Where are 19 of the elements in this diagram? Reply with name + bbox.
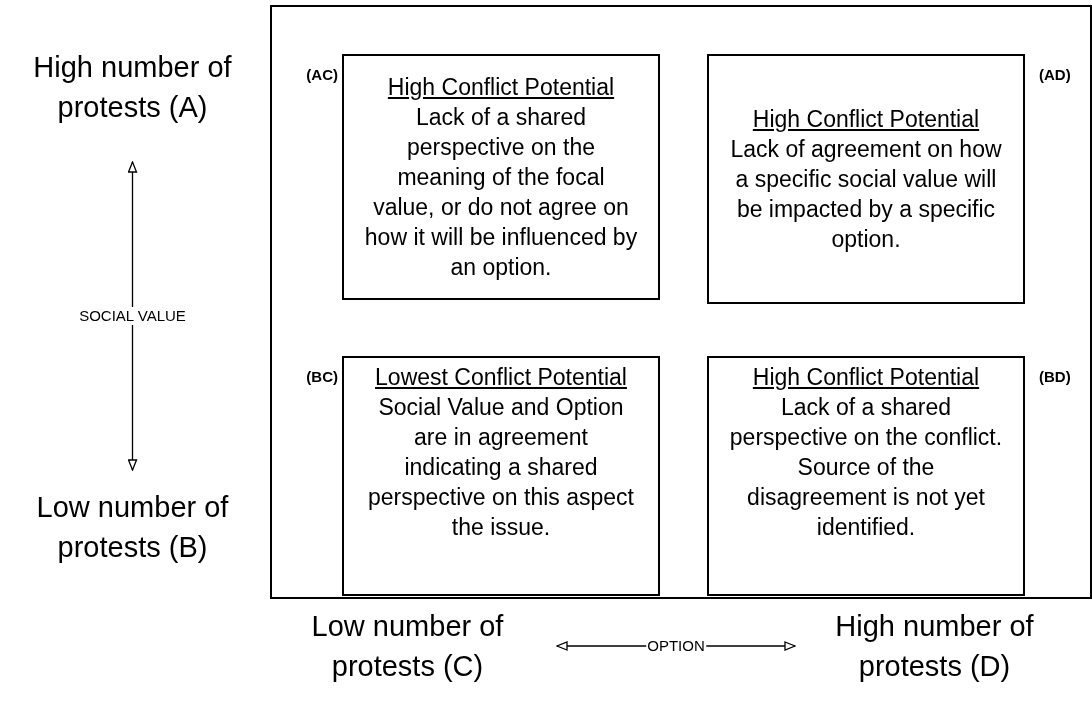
- quadrant-description: Lack of agreement on how a specific social value will be impacted by a specific option.: [729, 135, 1003, 254]
- quadrant-description: Lack of a shared perspective on the meaning of the focal value, or do not agree on how it will be influenced by an option.: [364, 103, 638, 282]
- quadrant-heading: Lowest Conflict Potential: [375, 363, 627, 392]
- quadrant-code: (AC): [306, 65, 338, 85]
- quadrant-heading: High Conflict Potential: [752, 363, 980, 392]
- double-arrow: [127, 161, 138, 471]
- quadrant-code: (BD): [1039, 367, 1071, 387]
- axis-label: High number of protests (A): [32, 50, 233, 125]
- axis-label: High number of protests (D): [834, 609, 1035, 684]
- axis-label: Low number of protests (B): [35, 490, 230, 565]
- edge-label: SOCIAL VALUE: [78, 307, 187, 325]
- quadrant-heading: High Conflict Potential: [387, 73, 615, 102]
- quadrant-description: Social Value and Option are in agreement indicating a shared perspective on this aspect the issue.: [367, 393, 635, 542]
- quadrant-description: Lack of a shared perspective on the conflict. Source of the disagreement is not yet identified.: [729, 393, 1003, 542]
- axis-label: Low number of protests (C): [310, 609, 505, 684]
- quadrant-heading: High Conflict Potential: [752, 105, 980, 134]
- quadrant-code: (AD): [1039, 65, 1071, 85]
- quadrant-code: (BC): [306, 367, 338, 387]
- outer-frame: [270, 5, 1092, 599]
